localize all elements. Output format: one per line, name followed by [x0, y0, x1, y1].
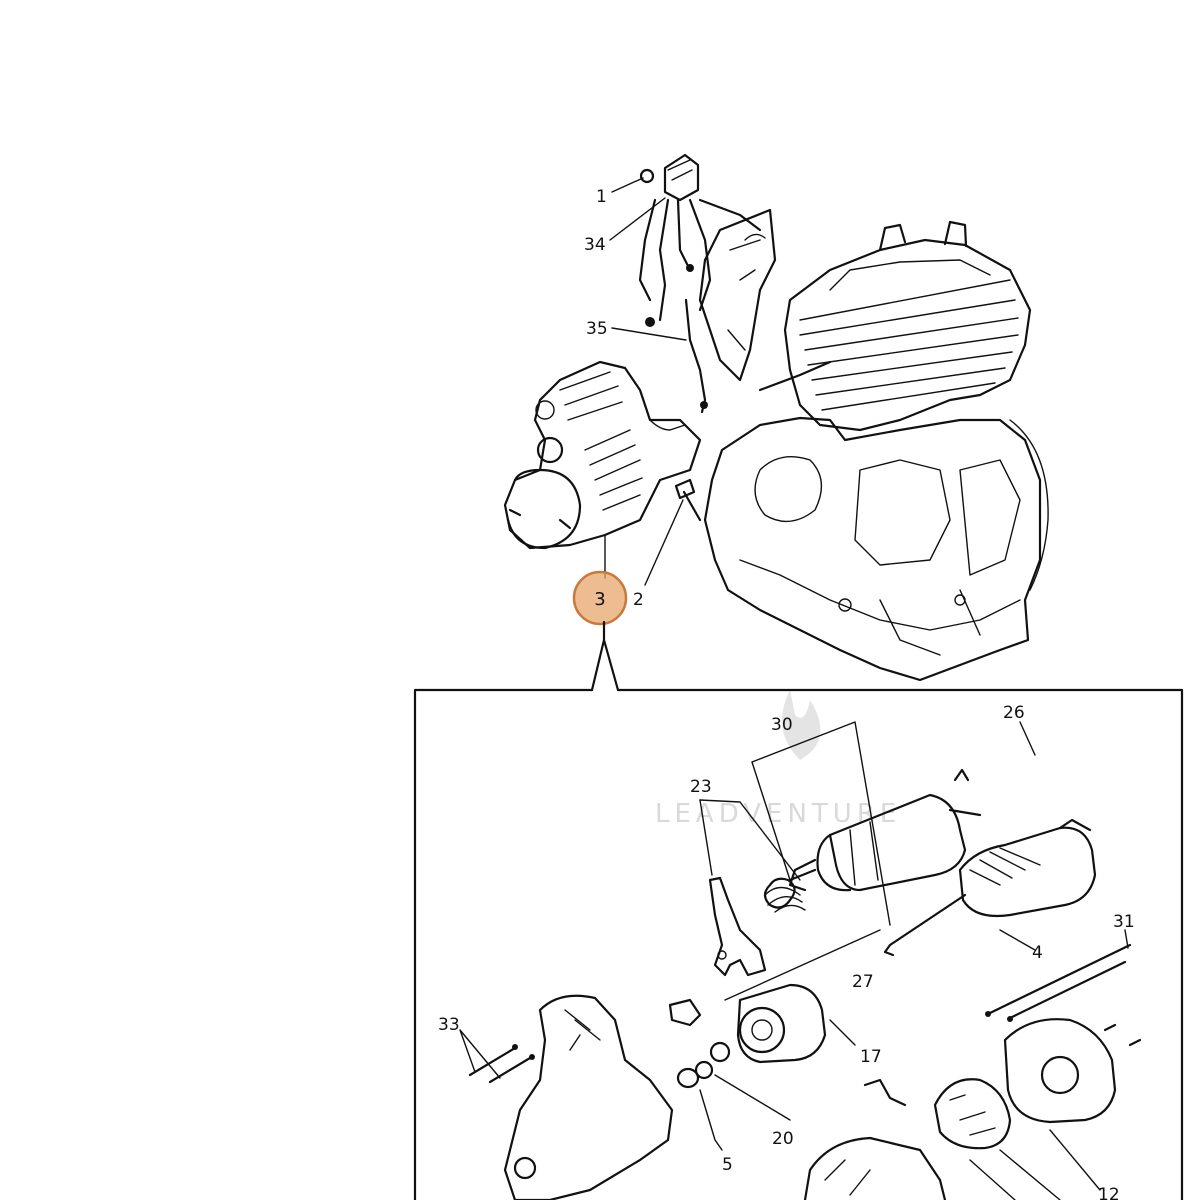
wiring-harness-illustration [638, 153, 832, 414]
drive-housing-illustration [503, 994, 674, 1200]
shift-lever-illustration [708, 876, 767, 977]
callout-5: 5 [722, 1155, 733, 1175]
callout-26: 26 [1003, 703, 1025, 723]
armature-illustration [883, 818, 1097, 957]
engine-illustration [703, 220, 1049, 682]
callout-3: 3 [594, 589, 605, 610]
callout-12: 12 [1098, 1185, 1120, 1200]
leader-lines-upper [604, 177, 687, 586]
end-frame-illustration [1003, 1018, 1142, 1124]
callout-4: 4 [1032, 943, 1043, 963]
callouts-exploded: 30 26 23 27 4 31 33 17 5 20 12 [438, 703, 1135, 1200]
starter-motor-illustration [503, 360, 702, 550]
exploded-view-connector [590, 620, 620, 692]
yoke-illustration [803, 1136, 947, 1200]
brush-holder-illustration [863, 1078, 1012, 1150]
washers-illustration [676, 1041, 731, 1089]
leader-lines-exploded [459, 721, 1129, 1200]
callout-35: 35 [586, 319, 608, 339]
callout-30: 30 [771, 715, 793, 735]
callout-34: 34 [584, 235, 606, 255]
highlight-marker [572, 570, 628, 626]
callout-33: 33 [438, 1015, 460, 1035]
callout-1: 1 [596, 187, 607, 207]
bolts-33-illustration [468, 1044, 535, 1084]
spring-plunger-illustration [763, 868, 817, 913]
exploded-view-frame [413, 688, 1184, 1200]
through-bolts-illustration [985, 943, 1132, 1022]
watermark: LEADVENTURE [655, 690, 901, 829]
pinion-clutch-illustration [668, 983, 827, 1064]
solenoid-illustration [788, 768, 982, 892]
watermark-text: LEADVENTURE [655, 799, 901, 829]
callout-31: 31 [1113, 912, 1135, 932]
callout-27: 27 [852, 972, 874, 992]
callout-20: 20 [772, 1129, 794, 1149]
highlighted-callout-3[interactable]: 3 [572, 570, 628, 626]
callout-2: 2 [633, 590, 644, 610]
callout-23: 23 [690, 777, 712, 797]
callout-17: 17 [860, 1047, 882, 1067]
callouts-upper: 1 34 35 2 [584, 187, 644, 610]
